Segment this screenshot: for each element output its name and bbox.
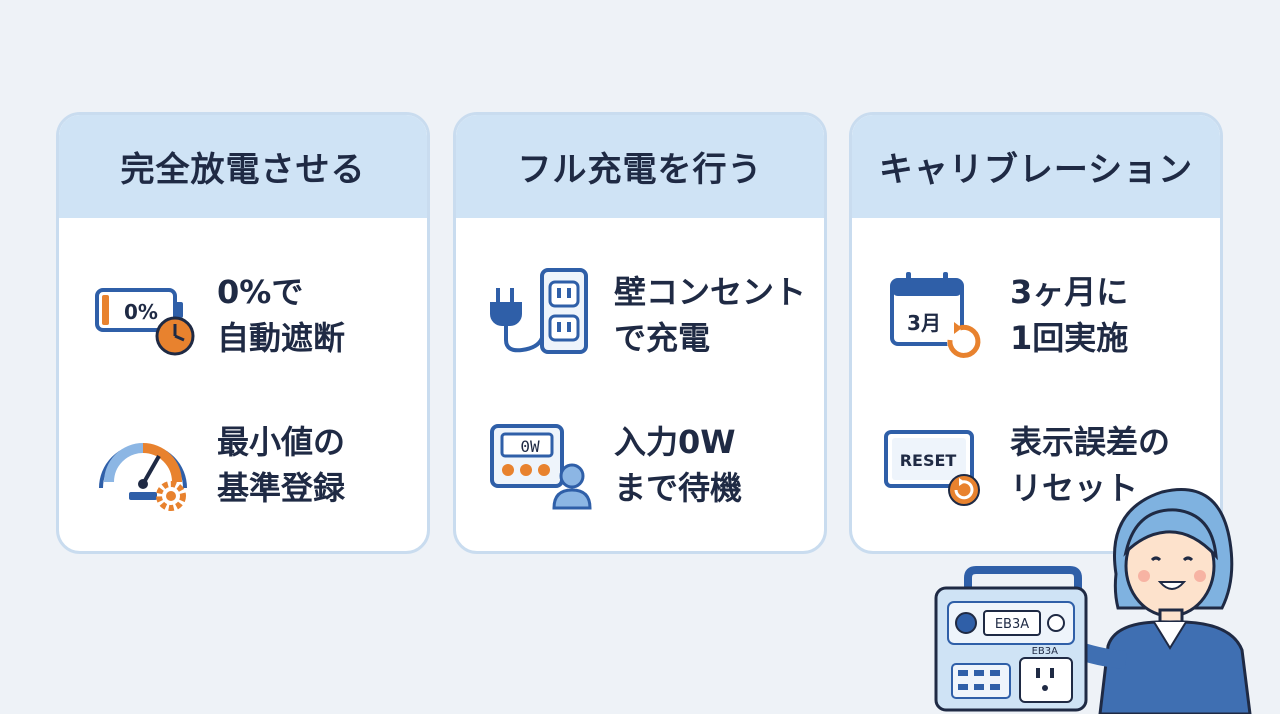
device-panel-text: EB3A [1032, 646, 1059, 657]
illustration-person-power-station: EB3A EB3A [930, 470, 1260, 714]
person-illustration [1051, 487, 1252, 714]
card-title: フル充電を行う [456, 115, 824, 218]
item-label: 0%で 自動遮断 [217, 273, 346, 357]
list-item: 0W 入力0W まで待機 [456, 410, 824, 520]
meter-readout-text: 0W [520, 437, 540, 456]
power-station-device: EB3A EB3A [934, 566, 1088, 712]
item-label: 入力0W まで待機 [614, 423, 743, 507]
gauge-gear-icon [89, 410, 199, 520]
battery-timer-icon: 0% [89, 260, 199, 370]
item-label: 壁コンセント で充電 [614, 273, 807, 357]
list-item: RESET 表示誤差の リセット [852, 410, 1220, 520]
list-item: 3月 3ヶ月に 1回実施 [852, 260, 1220, 370]
calendar-refresh-icon: 3月 [882, 260, 992, 370]
item-label: 最小値の 基準登録 [217, 423, 346, 507]
card-title: キャリブレーション [852, 115, 1220, 218]
list-item: 最小値の 基準登録 [59, 410, 427, 520]
device-screen-text: EB3A [995, 617, 1029, 632]
card-full-discharge: 完全放電させる 0% 0%で 自動遮断 [56, 112, 430, 554]
card-title: 完全放電させる [59, 115, 427, 218]
item-label: 3ヶ月に 1回実施 [1010, 273, 1129, 357]
calendar-month-text: 3月 [907, 311, 941, 335]
meter-user-icon: 0W [486, 410, 596, 520]
list-item: 0% 0%で 自動遮断 [59, 260, 427, 370]
reset-screen-icon: RESET [882, 410, 992, 520]
item-label: 表示誤差の リセット [1010, 423, 1171, 507]
list-item: 壁コンセント で充電 [456, 260, 824, 370]
card-calibration: キャリブレーション 3月 3ヶ月に 1回実施 RESET [849, 112, 1223, 554]
plug-outlet-icon [486, 260, 596, 370]
reset-text: RESET [900, 451, 957, 470]
battery-percent-text: 0% [124, 300, 158, 324]
card-full-charge: フル充電を行う 壁コンセント で充電 0W [453, 112, 827, 554]
